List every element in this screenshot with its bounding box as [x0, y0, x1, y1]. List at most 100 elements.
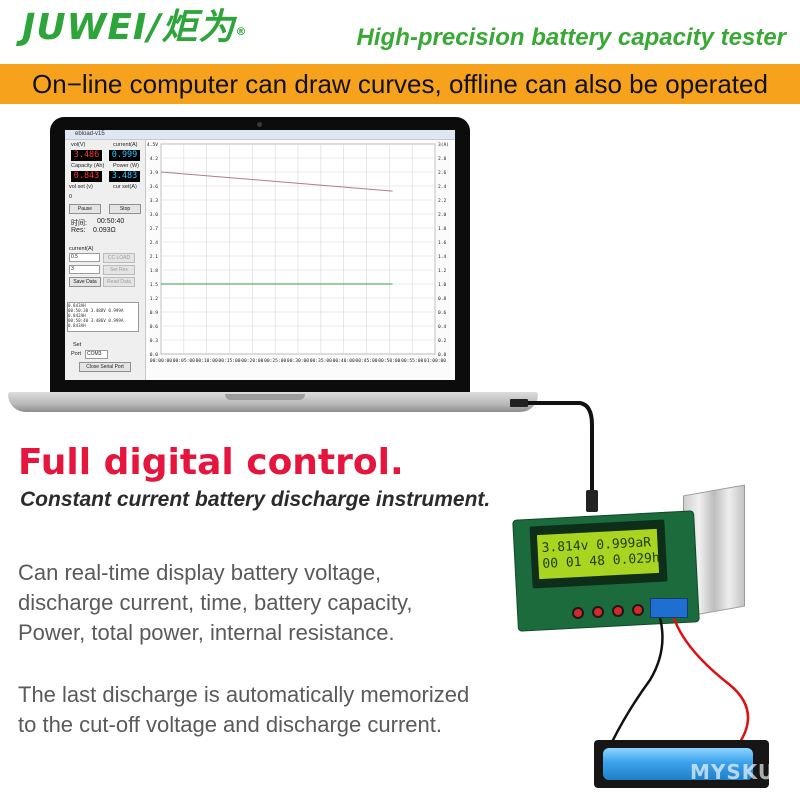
y-left-tick-label: 0.0 — [150, 352, 159, 358]
feature-line-3: Power, total power, internal resistance. — [18, 620, 395, 645]
current-set-input[interactable]: 0.5 — [69, 253, 100, 262]
screw-terminal — [650, 598, 688, 618]
vol-readout: 3.486 — [71, 150, 102, 161]
cc-load-button[interactable]: CC LOAD — [103, 253, 135, 263]
x-tick-label: 00:20:00 — [241, 358, 263, 364]
current-set-label: current(A) — [69, 246, 94, 252]
stop-button[interactable]: Stop — [109, 204, 141, 214]
y-right-tick-label: 1.8 — [438, 226, 447, 232]
close-port-button[interactable]: Close Serial Port — [79, 362, 131, 372]
x-tick-label: 00:25:00 — [264, 358, 286, 364]
power-readout: 3.483 — [109, 171, 140, 182]
laptop-notch — [225, 394, 305, 400]
laptop-screen: ebload-v15 vol(V) current(A) 3.486 0.999… — [65, 130, 455, 380]
port-select[interactable]: COM3 — [85, 350, 108, 359]
headline: Full digital control. — [18, 442, 404, 483]
subheadline: Constant current battery discharge instr… — [20, 488, 491, 511]
tagline: High-precision battery capacity tester — [356, 24, 786, 51]
banner: On−line computer can draw curves, offlin… — [0, 64, 800, 104]
y-right-tick-label: 2.4 — [438, 184, 447, 190]
app-titlebar: ebload-v15 — [65, 130, 455, 140]
y-right-tick-label: 0.6 — [438, 310, 447, 316]
current-readout: 0.999 — [109, 150, 140, 161]
y-right-tick-label: 0.4 — [438, 324, 447, 330]
usb-cable — [510, 399, 598, 512]
y-left-tick-label: 3.9 — [150, 170, 159, 176]
x-tick-label: 00:45:00 — [355, 358, 377, 364]
feature-line-1: Can real-time display battery voltage, — [18, 560, 382, 585]
y-left-tick-label: 0.6 — [150, 324, 159, 330]
y-left-tick-label: 3.3 — [150, 198, 159, 204]
x-tick-label: 00:05:00 — [173, 358, 195, 364]
port-label: Port — [71, 351, 82, 357]
y-left-tick-label: 2.4 — [150, 240, 159, 246]
y-right-tick-label: 1.4 — [438, 254, 447, 260]
y-left-tick-label: 0.3 — [150, 338, 159, 344]
x-tick-label: 00:30:00 — [287, 358, 309, 364]
read-data-button[interactable]: Read Data — [103, 277, 135, 287]
device-lcd: 3.814v 0.999aR 00 01 48 0.029h — [536, 528, 660, 580]
x-tick-label: 01:00:00 — [424, 358, 446, 364]
y-left-tick-label: 3.6 — [150, 184, 159, 190]
y-right-tick-label: 1.6 — [438, 240, 447, 246]
x-tick-label: 00:00:00 — [150, 358, 172, 364]
device-button-3[interactable] — [612, 605, 624, 617]
current-label: current(A) — [113, 142, 138, 148]
second-input[interactable]: 3 — [69, 265, 100, 274]
x-tick-label: 00:15:00 — [218, 358, 240, 364]
pause-button[interactable]: Pause — [69, 204, 101, 214]
vol-label: vol(V) — [71, 142, 86, 148]
control-panel: vol(V) current(A) 3.486 0.999 Capacity (… — [65, 140, 146, 380]
y-right-tick-label: 2.8 — [438, 156, 447, 162]
y-left-tick-label: 4.5V — [147, 142, 158, 148]
battery-wires — [610, 617, 750, 743]
vol-set-value: 0 — [69, 194, 73, 200]
device-button-4[interactable] — [632, 604, 644, 616]
battery-18650 — [603, 748, 753, 780]
time-label: 时间: — [71, 220, 87, 227]
y-right-tick-label: 2.0 — [438, 212, 447, 218]
power-label: Power (W) — [113, 163, 139, 169]
time-value: 00:50:40 — [97, 218, 125, 225]
y-right-tick-label: 2.2 — [438, 198, 447, 204]
set-res-button[interactable]: Set Res — [103, 265, 135, 275]
device-button-2[interactable] — [592, 606, 604, 618]
memory-line-2: to the cut-off voltage and discharge cur… — [18, 712, 442, 737]
y-left-tick-label: 1.2 — [150, 296, 159, 302]
y-left-tick-label: 4.2 — [150, 156, 159, 162]
feature-line-2: discharge current, time, battery capacit… — [18, 590, 413, 615]
banner-text: On−line computer can draw curves, offlin… — [32, 69, 768, 99]
vol-set-label: vol set (v) — [69, 184, 93, 190]
y-left-tick-label: 3.0 — [150, 212, 159, 218]
webcam-icon — [257, 122, 262, 127]
x-tick-label: 00:50:00 — [378, 358, 400, 364]
memory-line-1: The last discharge is automatically memo… — [18, 682, 470, 707]
x-tick-label: 00:40:00 — [333, 358, 355, 364]
y-right-tick-label: 1.2 — [438, 268, 447, 274]
data-log: 0.843AH 00:50:38 3.488V 0.999A 0.842AH 0… — [67, 302, 139, 332]
y-left-tick-label: 0.9 — [150, 310, 159, 316]
device-button-1[interactable] — [572, 607, 584, 619]
x-tick-label: 00:55:00 — [401, 358, 423, 364]
y-left-tick-label: 1.5 — [150, 282, 159, 288]
y-right-tick-label: 2.6 — [438, 170, 447, 176]
y-right-tick-label: 0.0 — [438, 352, 447, 358]
watermark: MYSKU — [690, 760, 776, 784]
set-group-label: Set — [73, 342, 82, 348]
y-right-tick-label: 0.8 — [438, 296, 447, 302]
y-left-tick-label: 2.1 — [150, 254, 159, 260]
laptop-base — [8, 392, 538, 412]
y-left-tick-label: 2.7 — [150, 226, 159, 232]
series-line — [160, 171, 393, 192]
x-tick-label: 00:10:00 — [196, 358, 218, 364]
capacity-label: Capacity (Ah) — [71, 163, 105, 169]
y-right-tick-label: 0.2 — [438, 338, 447, 344]
capacity-readout: 0.843 — [71, 171, 102, 182]
y-left-tick-label: 1.8 — [150, 268, 159, 274]
save-data-button[interactable]: Save Data — [69, 277, 101, 287]
y-right-tick-label: 3(A) — [438, 142, 449, 148]
x-tick-label: 00:35:00 — [310, 358, 332, 364]
y-right-tick-label: 1.0 — [438, 282, 447, 288]
res-label: Res: — [71, 227, 86, 234]
